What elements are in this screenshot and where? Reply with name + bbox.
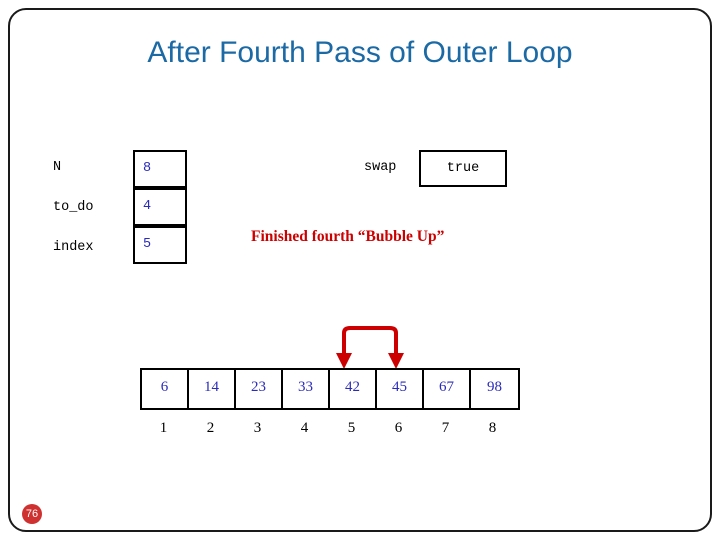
var-label-to-do: to_do <box>53 200 94 215</box>
var-value-to-do: 4 <box>133 188 187 226</box>
array-cell: 6 <box>142 370 189 408</box>
array-index: 1 <box>159 420 168 436</box>
array-index-row: 1 2 3 4 5 6 7 8 <box>140 420 516 437</box>
array-cell: 42 <box>330 370 377 408</box>
array-index: 2 <box>206 420 215 436</box>
var-value-index: 5 <box>133 226 187 264</box>
array-cell: 45 <box>377 370 424 408</box>
note-text: Finished fourth “Bubble Up” <box>251 228 445 245</box>
array-index: 3 <box>253 420 262 436</box>
array-cell: 14 <box>189 370 236 408</box>
swap-label: swap <box>364 160 397 175</box>
slide-border <box>8 8 712 532</box>
array-cell: 33 <box>283 370 330 408</box>
array-cell: 98 <box>487 379 502 395</box>
array-index: 6 <box>394 420 403 436</box>
array-index: 5 <box>347 420 356 436</box>
swap-arrows-icon <box>330 325 430 371</box>
page-number-badge: 76 <box>22 504 42 524</box>
var-value-n: 8 <box>133 150 187 188</box>
array-cell: 23 <box>236 370 283 408</box>
var-label-n: N <box>53 160 62 175</box>
page-title: After Fourth Pass of Outer Loop <box>147 36 573 69</box>
array-cell: 67 <box>424 370 471 408</box>
array-index: 7 <box>441 420 450 436</box>
array-row: 6 14 23 33 42 45 67 98 <box>140 368 520 410</box>
var-label-index: index <box>53 240 94 255</box>
array-index: 4 <box>300 420 309 436</box>
array-index: 8 <box>488 420 497 436</box>
swap-value: true <box>419 150 507 187</box>
